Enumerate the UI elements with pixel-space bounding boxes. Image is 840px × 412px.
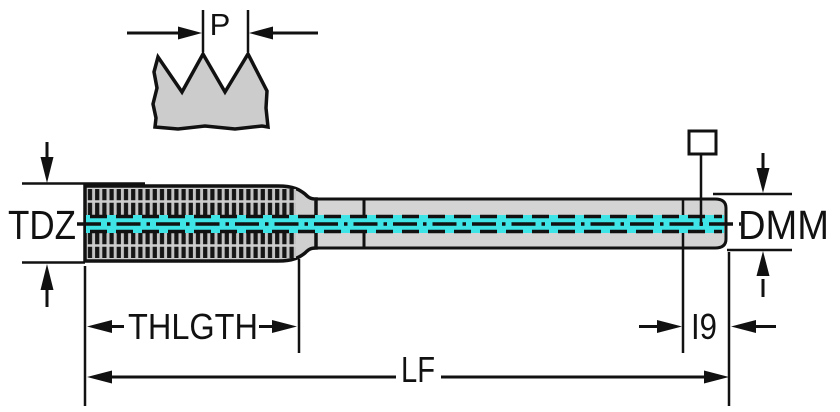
arrowhead bbox=[756, 168, 770, 193]
dim-lf: LF bbox=[87, 252, 731, 406]
thread-profile-shape bbox=[151, 50, 270, 131]
label-thread-diameter: TDZ bbox=[8, 202, 76, 248]
arrowhead bbox=[40, 264, 54, 290]
arrowhead bbox=[731, 320, 756, 333]
label-square-length: I9 bbox=[691, 306, 717, 347]
dim-dmm: DMM bbox=[713, 153, 829, 297]
dim-p: P bbox=[127, 7, 318, 42]
arrowhead bbox=[657, 320, 682, 333]
dim-thlgth: THLGTH bbox=[83, 259, 301, 406]
label-shank-diameter: DMM bbox=[738, 202, 829, 248]
label-pitch: P bbox=[210, 7, 231, 42]
label-overall-length: LF bbox=[401, 349, 435, 390]
label-thread-length: THLGTH bbox=[128, 306, 258, 347]
tap-body bbox=[77, 129, 741, 353]
arrowhead bbox=[87, 320, 112, 333]
arrowhead bbox=[87, 370, 112, 384]
arrowhead bbox=[249, 26, 273, 40]
arrowhead bbox=[40, 157, 54, 183]
arrowhead bbox=[756, 251, 770, 276]
dim-tdz: TDZ bbox=[8, 142, 145, 307]
arrowhead bbox=[178, 26, 202, 40]
square-drive-icon bbox=[687, 129, 718, 156]
arrowhead bbox=[272, 320, 297, 333]
arrowhead bbox=[704, 370, 729, 384]
thread-profile-detail: P bbox=[127, 7, 318, 131]
dim-i9: I9 bbox=[639, 306, 776, 347]
